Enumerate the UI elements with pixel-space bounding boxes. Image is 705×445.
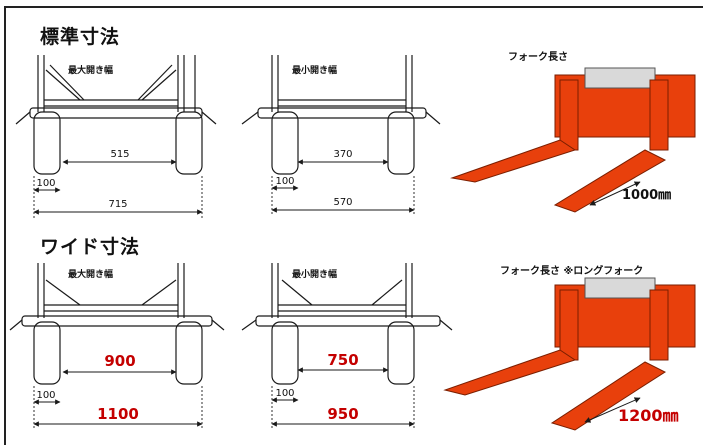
std-min-outer-width: 570 xyxy=(333,197,353,208)
wide-min-inner-width: 750 xyxy=(327,351,359,369)
std-min-label: 最小開き幅 xyxy=(292,66,338,76)
std-max-label: 最大開き幅 xyxy=(68,66,114,76)
wide-min-label: 最小開き幅 xyxy=(292,270,338,280)
frame-border xyxy=(4,6,703,445)
wide-fork-length: 1200㎜ xyxy=(618,406,679,425)
std-max-outer-width: 715 xyxy=(108,199,128,210)
wide-max-diagram xyxy=(9,263,225,385)
wide-fork-illustration xyxy=(443,277,696,431)
wide-max-label: 最大開き幅 xyxy=(68,270,114,280)
std-max-diagram xyxy=(15,55,217,175)
wide-fork-label: フォーク長さ ※ロングフォーク xyxy=(500,266,644,277)
std-min-diagram xyxy=(241,55,441,175)
std-min-inner-width: 370 xyxy=(333,149,353,160)
std-max-fork-width: 100 xyxy=(36,178,56,189)
wide-dim-lines xyxy=(33,367,415,430)
std-fork-illustration xyxy=(450,67,696,213)
wide-max-inner-width: 900 xyxy=(104,352,136,370)
std-min-fork-width: 100 xyxy=(275,176,295,187)
wide-min-outer-width: 950 xyxy=(327,405,359,423)
wide-min-fork-width: 100 xyxy=(275,388,295,399)
wide-max-fork-width: 100 xyxy=(36,390,56,401)
wide-section-title: ワイド寸法 xyxy=(40,236,141,258)
wide-min-diagram xyxy=(241,263,453,385)
wide-max-outer-width: 1100 xyxy=(97,405,139,423)
standard-section-title: 標準寸法 xyxy=(40,26,121,48)
std-dim-lines xyxy=(33,159,415,218)
std-max-inner-width: 515 xyxy=(110,149,130,160)
std-fork-length: 1000㎜ xyxy=(622,188,672,203)
std-fork-label: フォーク長さ xyxy=(508,52,568,63)
